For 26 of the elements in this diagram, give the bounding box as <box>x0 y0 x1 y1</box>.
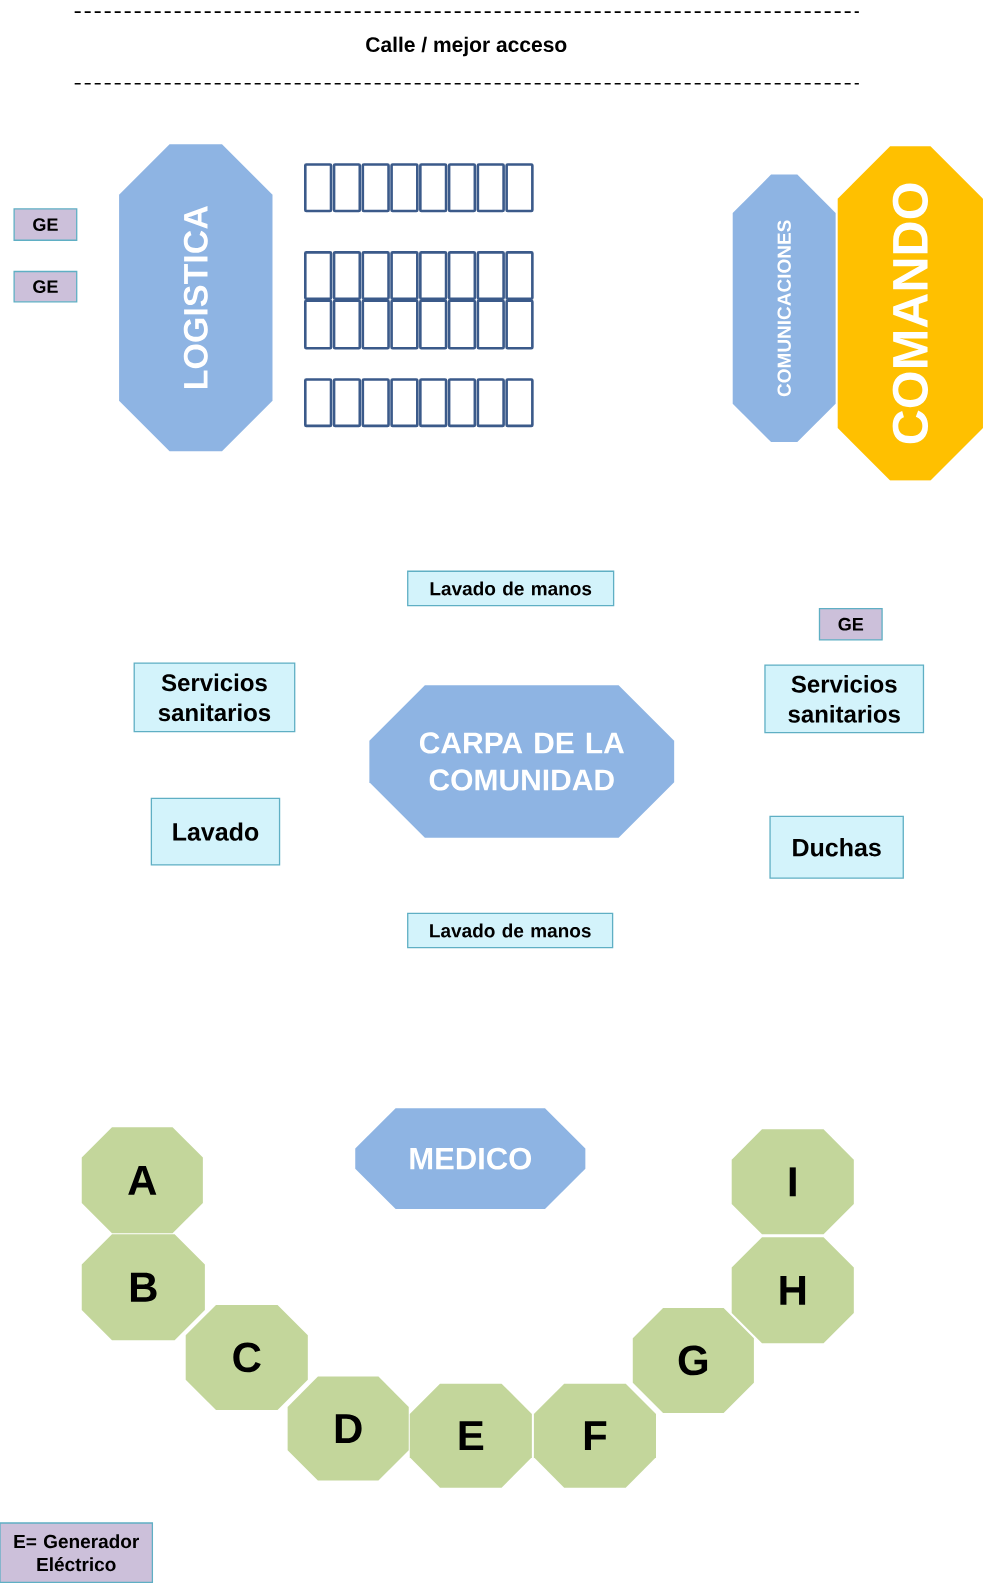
label-box: GE <box>13 270 78 303</box>
label-box: E= Generador Eléctrico <box>0 1522 154 1583</box>
octagon-area: F <box>533 1383 656 1488</box>
label-box: Lavado de manos <box>407 570 615 607</box>
node-label: B <box>130 1272 157 1302</box>
octagon-area: COMUNICACIONES <box>732 174 836 443</box>
octagon-area: A <box>81 1127 203 1234</box>
octagon-area: MEDICO <box>355 1108 586 1210</box>
octagon-area: E <box>409 1383 532 1488</box>
octagon-area: B <box>81 1234 205 1341</box>
octagon-area: C <box>185 1304 308 1410</box>
octagon-area: COMANDO <box>837 146 983 481</box>
label-box: GE <box>13 208 78 241</box>
octagon-area: G <box>632 1308 754 1413</box>
label-box: Servicios sanitarios <box>133 662 296 733</box>
label-box: GE <box>818 607 883 641</box>
label-box: Duchas <box>769 815 904 879</box>
octagon-area: CARPA DE LA COMUNIDAD <box>369 685 675 838</box>
octagon-area: LOGISTICA <box>119 144 273 452</box>
label-box: Lavado de manos <box>407 912 614 949</box>
label-box: Lavado <box>150 797 281 866</box>
octagon-area: H <box>731 1237 854 1344</box>
octagon-area: I <box>731 1129 854 1235</box>
octagon-area: D <box>287 1376 409 1481</box>
street-label: Calle / mejor acceso <box>366 36 567 57</box>
label-box: Servicios sanitarios <box>764 664 925 734</box>
